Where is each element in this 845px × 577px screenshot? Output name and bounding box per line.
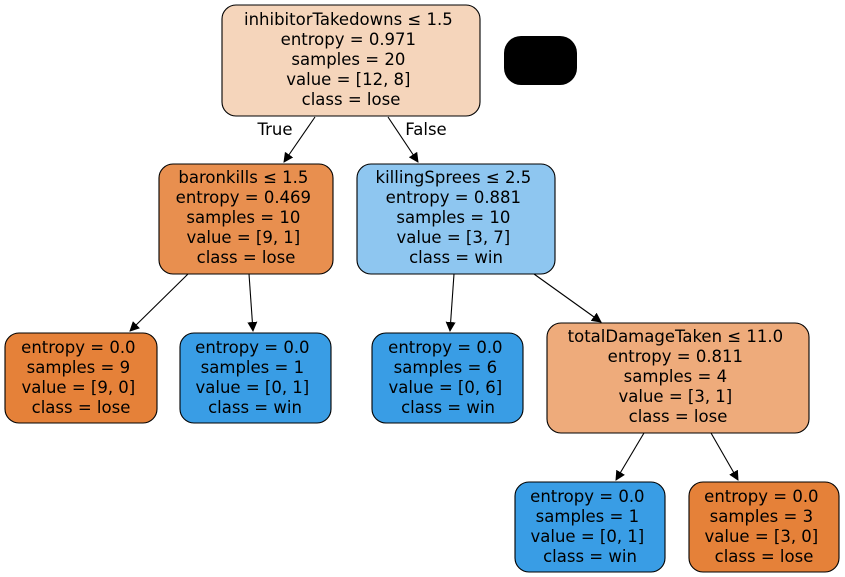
node-root: inhibitorTakedowns ≤ 1.5 entropy = 0.971… — [221, 4, 481, 117]
class-label: class = win — [409, 248, 503, 267]
split-condition: killingSprees ≤ 2.5 — [376, 168, 532, 187]
entropy-value: entropy = 0.0 — [195, 338, 309, 357]
entropy-value: entropy = 0.0 — [388, 338, 502, 357]
entropy-value: entropy = 0.0 — [530, 487, 644, 506]
node-leaf-3: entropy = 0.0 samples = 6 value = [0, 6]… — [371, 332, 524, 424]
samples-value: samples = 10 — [396, 208, 510, 227]
samples-value: samples = 1 — [536, 507, 639, 526]
class-counts: value = [3, 1] — [619, 387, 733, 406]
entropy-value: entropy = 0.811 — [608, 347, 743, 366]
node-box — [688, 481, 840, 573]
samples-value: samples = 1 — [201, 358, 304, 377]
samples-value: samples = 4 — [624, 367, 727, 386]
node-box — [546, 322, 810, 434]
node-leaf-5: entropy = 0.0 samples = 3 value = [3, 0]… — [688, 481, 840, 573]
svg-text:entropy = 0.0 samples =: entropy = 0.0 samples = 3 value = [3, 0]… — [704, 487, 824, 566]
entropy-value: entropy = 0.971 — [281, 30, 416, 49]
class-counts: value = [0, 6] — [389, 378, 503, 397]
class-counts: value = [9, 0] — [22, 378, 136, 397]
split-condition: baronkills ≤ 1.5 — [178, 168, 308, 187]
redaction-block — [504, 36, 577, 85]
split-condition: totalDamageTaken ≤ 11.0 — [568, 327, 783, 346]
node-box — [371, 332, 524, 424]
svg-text:killingSprees ≤ 2.5 entr: killingSprees ≤ 2.5 entropy = 0.881 samp… — [376, 168, 537, 267]
svg-text:inhibitorTakedowns ≤ 1.5: inhibitorTakedowns ≤ 1.5 entropy = 0.971… — [244, 10, 458, 109]
node-box — [514, 481, 666, 573]
node-killingsprees: killingSprees ≤ 2.5 entropy = 0.881 samp… — [356, 163, 556, 275]
edge-killingsprees-to-totaldamagetaken — [533, 273, 602, 323]
svg-text:entropy = 0.0 samples =: entropy = 0.0 samples = 9 value = [9, 0]… — [21, 338, 141, 417]
node-box — [356, 163, 556, 275]
split-condition: inhibitorTakedowns ≤ 1.5 — [244, 10, 453, 29]
class-counts: value = [0, 1] — [531, 527, 645, 546]
edges — [129, 116, 739, 481]
class-counts: value = [9, 1] — [187, 228, 301, 247]
class-counts: value = [12, 8] — [286, 70, 410, 89]
node-leaf-1: entropy = 0.0 samples = 9 value = [9, 0]… — [4, 332, 158, 424]
class-label: class = lose — [197, 248, 296, 267]
edge-totaldamagetaken-to-leaf-5 — [710, 432, 739, 481]
entropy-value: entropy = 0.0 — [21, 338, 135, 357]
node-box — [158, 163, 334, 275]
edge-root-to-killingsprees — [387, 116, 419, 163]
svg-text:totalDamageTaken ≤ 11.0: totalDamageTaken ≤ 11.0 entropy = 0.811 … — [568, 327, 789, 426]
edge-label-false: False — [405, 120, 446, 139]
class-counts: value = [0, 1] — [196, 378, 310, 397]
svg-text:entropy = 0.0 samples =: entropy = 0.0 samples = 1 value = [0, 1]… — [195, 338, 315, 417]
edge-totaldamagetaken-to-leaf-4 — [615, 432, 645, 481]
entropy-value: entropy = 0.469 — [176, 188, 311, 207]
samples-value: samples = 9 — [27, 358, 130, 377]
edge-label-true: True — [256, 120, 292, 139]
class-label: class = lose — [302, 90, 401, 109]
class-counts: value = [3, 7] — [397, 228, 511, 247]
edge-baronkills-to-leaf-2 — [247, 273, 258, 332]
node-leaf-2: entropy = 0.0 samples = 1 value = [0, 1]… — [179, 332, 332, 424]
svg-text:entropy = 0.0 samples =: entropy = 0.0 samples = 1 value = [0, 1]… — [530, 487, 650, 566]
class-counts: value = [3, 0] — [705, 527, 819, 546]
svg-text:entropy = 0.0 samples =: entropy = 0.0 samples = 6 value = [0, 6]… — [388, 338, 508, 417]
node-box — [221, 4, 481, 117]
edge-root-to-baronkills — [283, 116, 316, 163]
entropy-value: entropy = 0.881 — [386, 188, 521, 207]
samples-value: samples = 6 — [394, 358, 497, 377]
node-totaldamagetaken: totalDamageTaken ≤ 11.0 entropy = 0.811 … — [546, 322, 810, 434]
node-box — [179, 332, 332, 424]
node-baronkills: baronkills ≤ 1.5 entropy = 0.469 samples… — [158, 163, 334, 275]
class-label: class = lose — [629, 407, 728, 426]
edge-baronkills-to-leaf-1 — [129, 273, 189, 332]
node-leaf-4: entropy = 0.0 samples = 1 value = [0, 1]… — [514, 481, 666, 573]
node-box — [4, 332, 158, 424]
class-label: class = lose — [715, 547, 814, 566]
class-label: class = lose — [32, 398, 131, 417]
class-label: class = win — [543, 547, 637, 566]
edge-killingsprees-to-leaf-3 — [445, 273, 456, 332]
entropy-value: entropy = 0.0 — [704, 487, 818, 506]
class-label: class = win — [401, 398, 495, 417]
svg-text:baronkills ≤ 1.5 entropy: baronkills ≤ 1.5 entropy = 0.469 samples… — [176, 168, 317, 267]
samples-value: samples = 10 — [186, 208, 300, 227]
samples-value: samples = 20 — [291, 50, 405, 69]
class-label: class = win — [208, 398, 302, 417]
samples-value: samples = 3 — [710, 507, 813, 526]
